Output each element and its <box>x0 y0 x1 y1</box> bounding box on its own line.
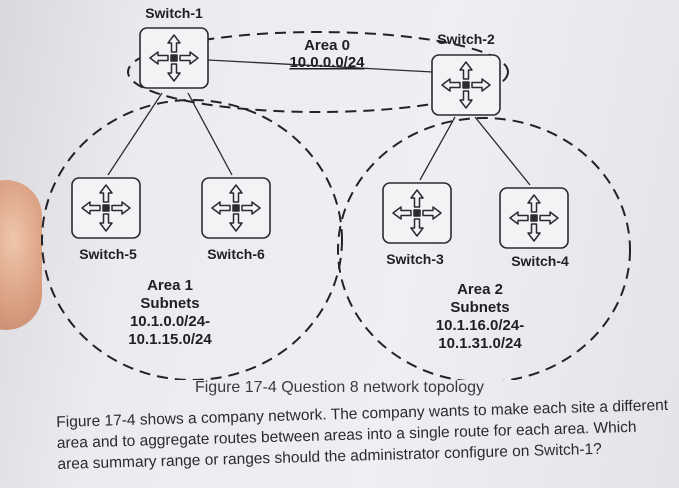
area-1-range-end: 10.1.15.0/24 <box>128 331 212 348</box>
switch-icon <box>382 182 452 244</box>
network-topology-diagram: Switch-1 Switch-2 Switch-5 Switch-6 Swit… <box>41 5 631 380</box>
switch-4-label: Switch-4 <box>511 253 569 269</box>
switch-icon <box>201 177 271 239</box>
switch-6-label: Switch-6 <box>207 246 265 262</box>
switch-3 <box>382 182 452 244</box>
switch-icon <box>71 177 141 239</box>
area-2-name: Area 2 <box>457 281 503 298</box>
link-switch2-switch3 <box>419 116 456 181</box>
link-switch1-switch6 <box>187 92 233 176</box>
switch-icon <box>499 187 569 249</box>
switch-5-label: Switch-5 <box>79 246 137 262</box>
link-switch1-switch2 <box>207 59 434 73</box>
area-0-boundary <box>127 31 509 113</box>
figure-caption: Figure 17-4 Question 8 network topology <box>194 379 485 396</box>
area-2-boundary <box>337 117 631 380</box>
switch-3-label: Switch-3 <box>386 251 444 267</box>
switch-2 <box>431 54 501 116</box>
area-1-name: Area 1 <box>147 277 193 294</box>
switch-5 <box>71 177 141 239</box>
question-text: Figure 17-4 shows a company network. The… <box>56 396 669 473</box>
area-2-subnets-label: Subnets <box>450 299 509 316</box>
area-1-range-start: 10.1.0.0/24- <box>130 313 210 330</box>
switch-1 <box>139 27 209 89</box>
switch-1-label: Switch-1 <box>145 5 203 21</box>
switch-icon <box>431 54 501 116</box>
area-0-subnet: 10.0.0.0/24 <box>289 54 365 71</box>
area-0-name: Area 0 <box>304 37 350 54</box>
switch-6 <box>201 177 271 239</box>
thumb-photo-artifact <box>0 180 42 330</box>
link-switch1-switch5 <box>107 92 163 176</box>
switch-2-label: Switch-2 <box>437 31 495 47</box>
switch-icon <box>139 27 209 89</box>
link-switch2-switch4 <box>474 116 531 186</box>
area-1-boundary <box>41 99 343 380</box>
area-1-subnets-label: Subnets <box>140 295 199 312</box>
area-2-range-end: 10.1.31.0/24 <box>438 335 522 352</box>
switch-4 <box>499 187 569 249</box>
area-2-range-start: 10.1.16.0/24- <box>436 317 524 334</box>
